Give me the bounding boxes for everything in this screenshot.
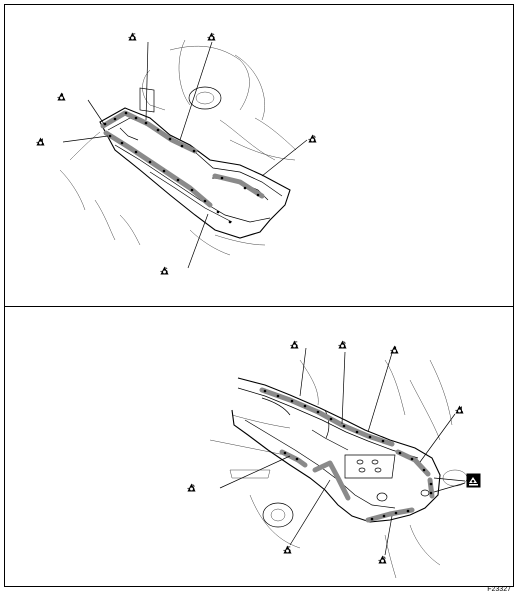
figure-divider: [4, 306, 514, 307]
sealer-icon: [36, 137, 45, 146]
callout-bottom-3: -3: [338, 340, 347, 350]
sealer-gun-icon: [466, 473, 481, 488]
callout-bottom-5: -5: [290, 340, 299, 350]
sealer-icon: [187, 483, 196, 492]
callout-bottom-3c: -3: [378, 555, 387, 565]
sealer-icon: [378, 555, 387, 564]
sealer-icon: [207, 32, 216, 41]
callout-top-4: -4: [36, 137, 45, 147]
callout-bottom-3b: -3: [187, 483, 196, 493]
callout-top-1: -1: [57, 92, 66, 102]
sealer-icon: [308, 134, 317, 143]
callout-bottom-4: -4: [455, 405, 464, 415]
sealer-icon: [57, 92, 66, 101]
sealer-icon: [160, 266, 169, 275]
sealer-icon: [290, 340, 299, 349]
callout-top-5: -5: [128, 32, 137, 42]
sealer-icon: [338, 340, 347, 349]
callout-bottom-5b: -5: [283, 545, 292, 555]
callout-top-6: -6: [207, 32, 216, 42]
top-figure: [59, 39, 308, 269]
callout-bottom-1: -1: [390, 345, 399, 355]
sealer-icon: [283, 545, 292, 554]
sealer-icon: [390, 345, 399, 354]
sealer-icon: [455, 405, 464, 414]
callout-top-3: -3: [308, 134, 317, 144]
callout-top-6b: -6: [160, 266, 169, 276]
figure-frame: [4, 4, 514, 587]
figure-code: F23327: [487, 586, 511, 593]
sealer-icon: [128, 32, 137, 41]
bottom-figure: [209, 347, 468, 579]
